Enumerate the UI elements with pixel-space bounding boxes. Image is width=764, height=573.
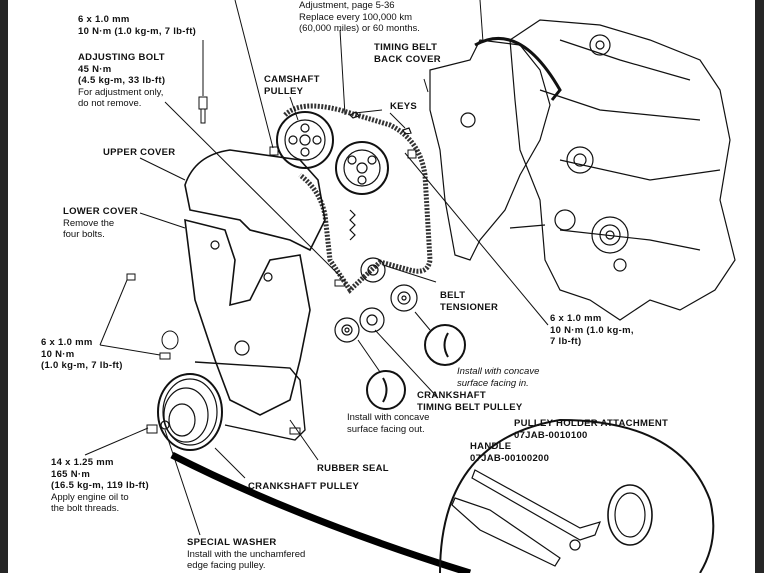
crankshaft-timing-belt-pulley-label: CRANKSHAFT TIMING BELT PULLEY <box>417 390 523 413</box>
back-cover-line1: TIMING BELT <box>374 42 438 53</box>
lower-cover-note1: Remove the <box>63 217 115 229</box>
install-in-line2: surface facing in. <box>457 377 529 389</box>
leader-lines <box>84 0 549 536</box>
top-bolt-torque: 10 N·m (1.0 kg-m, 7 lb-ft) <box>78 25 197 37</box>
right-frame-bar <box>755 0 764 573</box>
install-in-note: Install with concave surface facing in. <box>457 366 539 389</box>
top-bolt-callout: 6 x 1.0 mm 10 N·m (1.0 kg-m, 7 lb-ft) <box>78 14 196 37</box>
crankshaft-pulley <box>157 373 223 451</box>
lower-cover-note2: four bolts. <box>63 229 105 240</box>
concave-in-detail <box>424 324 466 366</box>
left-bolt-torque: 10 N·m <box>41 348 75 360</box>
adjusting-bolt-title: ADJUSTING BOLT <box>78 52 165 63</box>
upper-cover-text: UPPER COVER <box>103 147 176 158</box>
left-bolt-spec: 6 x 1.0 mm <box>41 337 93 348</box>
camshaft-pulley-label: CAMSHAFT PULLEY <box>264 74 320 97</box>
handle-part: 07JAB-00100200 <box>470 452 550 464</box>
rubber-seal-text: RUBBER SEAL <box>317 463 389 474</box>
camshaft-pulley-line1: CAMSHAFT <box>264 74 320 85</box>
camshaft-pulley <box>276 111 389 195</box>
top-bolt-spec: 6 x 1.0 mm <box>78 14 130 25</box>
upper-cover-label: UPPER COVER <box>103 147 175 159</box>
left-bolt-torque-alt: (1.0 kg-m, 7 lb-ft) <box>41 360 123 371</box>
camshaft-pulley-line2: PULLEY <box>264 85 304 97</box>
install-out-note: Install with concave surface facing out. <box>347 412 429 435</box>
pulley-holder-title: PULLEY HOLDER ATTACHMENT <box>514 418 669 429</box>
timing-belt-back-cover <box>429 36 562 261</box>
keys-label: KEYS <box>390 101 417 113</box>
special-washer-title: SPECIAL WASHER <box>187 537 277 548</box>
crank-bolt-torque: 165 N·m <box>51 468 91 480</box>
crank-bolt-spec: 14 x 1.25 mm <box>51 457 114 468</box>
crankshaft-pulley-text: CRANKSHAFT PULLEY <box>248 481 360 492</box>
concave-out-detail <box>366 370 406 410</box>
crank-tb-pulley-line1: CRANKSHAFT <box>417 390 486 401</box>
keys-text: KEYS <box>390 101 418 112</box>
timing-belt-note-line3: (60,000 miles) or 60 months. <box>299 23 420 34</box>
left-frame-bar <box>0 0 8 573</box>
right-bolt-callout: 6 x 1.0 mm 10 N·m (1.0 kg-m, 7 lb-ft) <box>550 313 634 348</box>
lower-cover <box>184 218 311 416</box>
crank-bolt-note2: the bolt threads. <box>51 503 120 514</box>
install-out-line2: surface facing out. <box>347 423 425 435</box>
pulley-holder-callout: PULLEY HOLDER ATTACHMENT 07JAB-0010100 <box>514 418 668 441</box>
back-cover-line2: BACK COVER <box>374 53 441 65</box>
handle-title: HANDLE <box>470 441 512 452</box>
adjusting-bolt-callout: ADJUSTING BOLT 45 N·m (4.5 kg-m, 33 lb-f… <box>78 52 165 110</box>
upper-cover <box>184 149 326 252</box>
crankshaft-timing-belt-pulley <box>334 307 385 343</box>
pulley-holder-part: 07JAB-0010100 <box>514 429 588 441</box>
crank-bolt-torque-alt: (16.5 kg-m, 119 lb-ft) <box>51 480 149 491</box>
keys <box>348 111 412 135</box>
bolts <box>126 96 417 435</box>
timing-belt-note: Adjustment, page 5-36 Replace every 100,… <box>299 0 420 35</box>
rubber-seal-label: RUBBER SEAL <box>317 463 389 475</box>
special-washer-note2: edge facing pulley. <box>187 560 266 571</box>
lower-cover-title: LOWER COVER <box>63 206 139 217</box>
lower-cover-callout: LOWER COVER Remove the four bolts. <box>63 206 138 241</box>
timing-belt-note-line1: Adjustment, page 5-36 <box>299 0 395 11</box>
belt-tensioner <box>360 257 418 312</box>
crank-bolt-callout: 14 x 1.25 mm 165 N·m (16.5 kg-m, 119 lb-… <box>51 457 149 515</box>
handle-callout: HANDLE 07JAB-00100200 <box>470 441 549 464</box>
right-bolt-torque2: 7 lb-ft) <box>550 336 582 347</box>
timing-belt-back-cover-label: TIMING BELT BACK COVER <box>374 42 441 65</box>
belt-tensioner-line2: TENSIONER <box>440 301 499 313</box>
adjusting-bolt-torque: 45 N·m <box>78 63 112 75</box>
inset-connector <box>170 451 472 573</box>
crank-bolt-note1: Apply engine oil to <box>51 491 129 503</box>
engine-block <box>509 19 736 321</box>
right-bolt-torque: 10 N·m (1.0 kg-m, <box>550 324 634 336</box>
timing-belt-note-line2: Replace every 100,000 km <box>299 11 413 23</box>
crank-tb-pulley-line2: TIMING BELT PULLEY <box>417 401 523 413</box>
adjusting-bolt-note2: do not remove. <box>78 98 142 109</box>
adjusting-bolt-note1: For adjustment only, <box>78 86 164 98</box>
special-washer-note1: Install with the unchamfered <box>187 548 306 560</box>
belt-tensioner-line1: BELT <box>440 290 466 301</box>
pulley-holder-tool <box>451 469 653 567</box>
adjusting-bolt-torque-alt: (4.5 kg-m, 33 lb-ft) <box>78 75 166 86</box>
inset-circle <box>439 418 715 573</box>
left-bolt-callout: 6 x 1.0 mm 10 N·m (1.0 kg-m, 7 lb-ft) <box>41 337 123 372</box>
install-in-line1: Install with concave <box>457 366 540 377</box>
special-washer-callout: SPECIAL WASHER Install with the unchamfe… <box>187 537 305 572</box>
right-bolt-spec: 6 x 1.0 mm <box>550 313 602 324</box>
install-out-line1: Install with concave <box>347 412 430 423</box>
belt-tensioner-label: BELT TENSIONER <box>440 290 498 313</box>
crankshaft-pulley-label: CRANKSHAFT PULLEY <box>248 481 359 493</box>
rubber-seal-belt <box>194 361 306 441</box>
tensioner-spring <box>349 209 356 241</box>
